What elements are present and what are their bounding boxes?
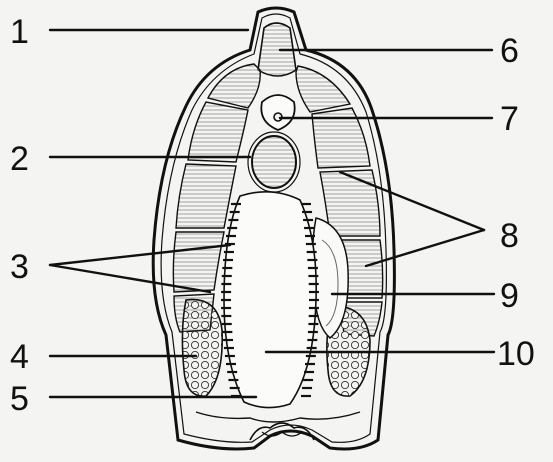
label-1: 1 (10, 13, 29, 51)
label-10: 10 (497, 335, 535, 373)
atrium-floor (196, 412, 360, 422)
label-8: 8 (500, 217, 519, 255)
label-9: 9 (500, 277, 519, 315)
label-6: 6 (500, 32, 519, 70)
pharynx-cavity (224, 192, 316, 408)
notochord (252, 136, 296, 188)
label-2: 2 (10, 140, 29, 178)
label-3: 3 (10, 248, 29, 286)
label-4: 4 (10, 338, 29, 376)
label-5: 5 (10, 380, 29, 418)
gonad-left (182, 300, 222, 397)
label-7: 7 (500, 100, 519, 138)
